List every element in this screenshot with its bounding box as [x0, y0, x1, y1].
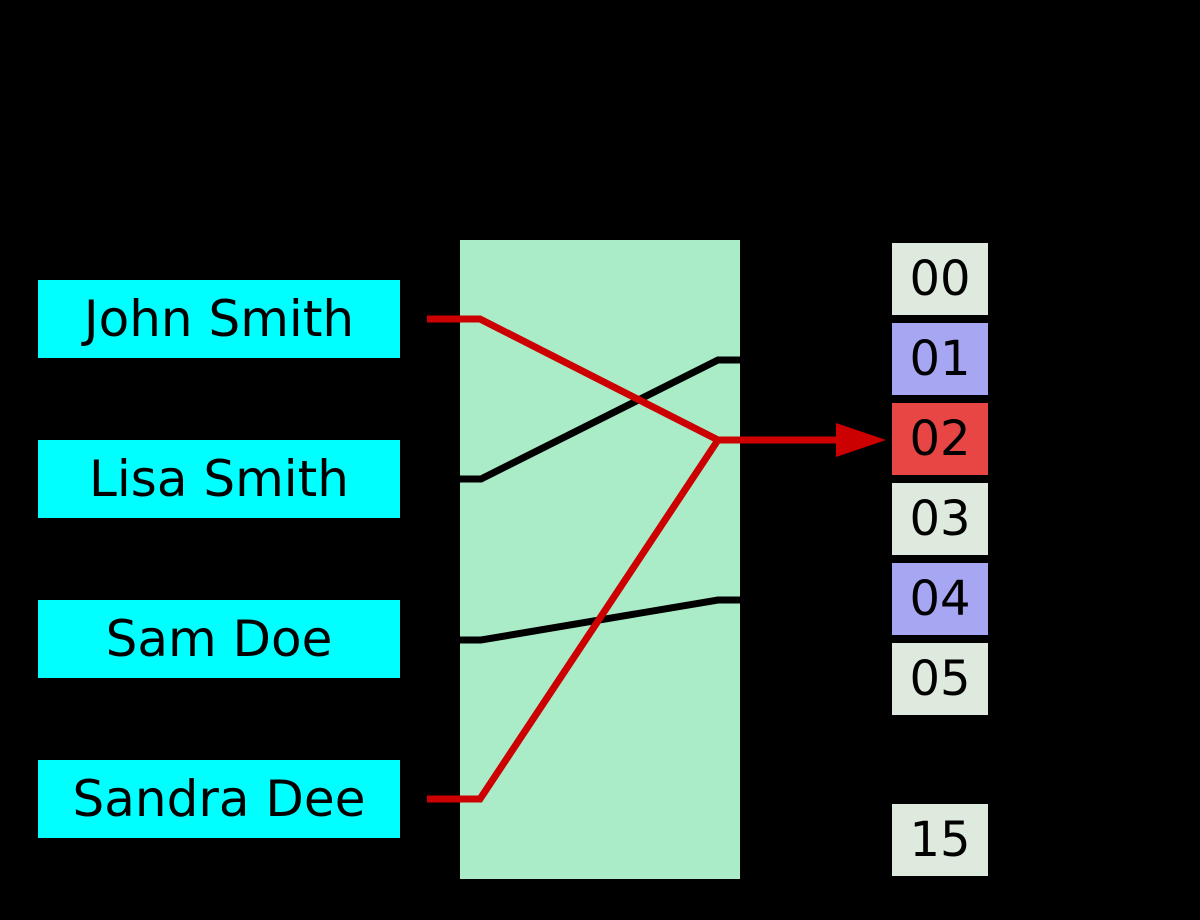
key-label-sandra-dee: Sandra Dee [72, 770, 366, 828]
hash-function-box [460, 240, 740, 879]
key-label-lisa-smith: Lisa Smith [89, 450, 349, 508]
key-box-john-smith: John Smith [38, 280, 400, 358]
edge-lisa-smith-to-01 [460, 356, 741, 483]
collision-arrowhead-icon [836, 423, 886, 457]
bucket-02: 02 [892, 403, 988, 475]
key-box-sandra-dee: Sandra Dee [38, 760, 400, 838]
bucket-label-03: 03 [909, 491, 971, 547]
key-label-john-smith: John Smith [83, 290, 355, 348]
bucket-label-04: 04 [909, 571, 971, 627]
bucket-label-15: 15 [909, 812, 971, 868]
bucket-label-05: 05 [909, 651, 971, 707]
bucket-01: 01 [892, 323, 988, 395]
bucket-label-01: 01 [909, 331, 971, 387]
bucket-label-02: 02 [909, 411, 971, 467]
bucket-label-00: 00 [909, 251, 971, 307]
key-box-sam-doe: Sam Doe [38, 600, 400, 678]
bucket-15: 15 [892, 804, 988, 876]
key-label-sam-doe: Sam Doe [105, 610, 333, 668]
edge-sandra-dee-to-02 [427, 438, 721, 803]
bucket-00: 00 [892, 243, 988, 315]
bucket-04: 04 [892, 563, 988, 635]
bucket-03: 03 [892, 483, 988, 555]
edge-john-smith-to-02 [427, 315, 720, 444]
bucket-05: 05 [892, 643, 988, 715]
key-box-lisa-smith: Lisa Smith [38, 440, 400, 518]
